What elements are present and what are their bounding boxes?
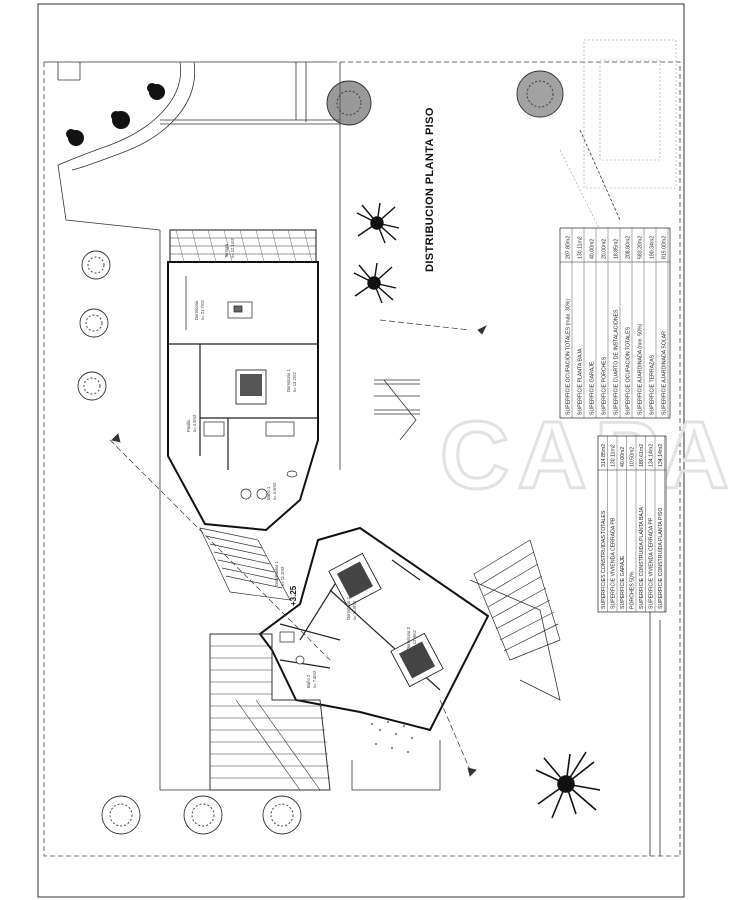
room-name: Dormitorio 2 xyxy=(346,597,351,620)
table-row-value: 207.80m2 xyxy=(566,236,572,259)
table-row-label: SUPERFICIE AJARDINADA SOLAR xyxy=(662,331,668,415)
table-row-label: SUPERFICIES CONSTRUIDAS TOTALES xyxy=(601,510,607,609)
shrubs xyxy=(66,83,601,819)
ground-dots xyxy=(371,721,413,753)
bed-dormitorio-1 xyxy=(235,369,267,405)
table-row-label: SUPERFICIE VIVIENDA CERRADA PB xyxy=(611,517,617,609)
table-row-value: 208.80m2 xyxy=(626,236,632,259)
watermark: CAPA xyxy=(440,402,733,509)
table-row-value: 134.14m2 xyxy=(649,444,655,467)
trees xyxy=(77,70,564,835)
plot-boundary xyxy=(43,61,681,857)
bathroom-fixtures xyxy=(203,421,305,665)
table-row-value: 18.85m2 xyxy=(614,239,620,259)
table-row-label: SUPERFICIE OCUPACION TOTALES (máx. 30%) xyxy=(566,299,572,415)
room-name: Dormitorio 1 xyxy=(286,369,291,392)
shrub-icon xyxy=(111,111,130,129)
table-row-label: SUPERFICIE VIVIENDA CERRADA PP xyxy=(649,517,655,609)
building-outline xyxy=(167,261,490,732)
table-row-label: SUPERFICIE CONSTRUIDA PLANTA PISO xyxy=(658,508,664,609)
room-area: s= 12.8m2 xyxy=(412,630,417,650)
table-row-value: 40.00m2 xyxy=(590,239,596,259)
shrub-icon xyxy=(66,129,84,146)
palm-icon xyxy=(353,262,397,304)
table-row-label: SUPERFICIE OCUPACION TOTALES xyxy=(626,326,632,415)
room-name: Distribuidor 1 xyxy=(274,561,279,586)
summary-table-left: SUPERFICIES CONSTRUIDAS TOTALES 314.85m2S… xyxy=(597,435,667,613)
room-name: Pasillo xyxy=(186,419,191,432)
tree-icon xyxy=(516,70,564,118)
table-row-value: 20.00m2 xyxy=(602,239,608,259)
room-area: s= 21.7m2 xyxy=(200,300,205,320)
room-labels: Dormitorio s= 21.7m2 Dormitorio 1 s= 13.… xyxy=(186,238,417,688)
summary-table-right: SUPERFICIE OCUPACION TOTALES (máx. 30%) 2… xyxy=(559,227,671,419)
table-row-value: 134.14m2 xyxy=(658,444,664,467)
desk-furniture xyxy=(185,276,253,330)
tree-icon xyxy=(326,80,372,126)
room-name: Dormitorio 3 xyxy=(406,627,411,650)
table-row-label: SUPERFICIE GARAJE xyxy=(590,361,596,415)
palm-icon xyxy=(535,751,601,819)
table-row-value: 815.00m2 xyxy=(662,236,668,259)
room-area: s= 12.1m2 xyxy=(230,238,235,258)
room-area: s= 4.5m2 xyxy=(272,482,277,500)
table-row-value: 130.11m2 xyxy=(578,236,584,259)
table-row-value: 190.34m2 xyxy=(650,236,656,259)
tree-icon xyxy=(183,795,223,835)
table-row-value: 130.11m2 xyxy=(611,444,617,467)
tree-icon xyxy=(77,371,107,401)
table-row-label: SUPERFICIE CUARTO DE INSTALACIONES xyxy=(614,309,620,415)
plan-title: DISTRIBUCION PLANTA PISO xyxy=(424,107,436,272)
section-markers xyxy=(109,319,471,771)
table-row-label: SUPERFICIE CONSTRUIDA PLANTA BAJA xyxy=(639,507,645,609)
table-row-label: SUPERFICIE TERRAZAS xyxy=(650,354,656,415)
tree-icon xyxy=(262,795,302,835)
table-row-value: 314.85m2 xyxy=(601,444,607,467)
table-row-label: SUPERFICIE PORCHES xyxy=(602,356,608,415)
staircase-right xyxy=(473,539,561,661)
tree-icon xyxy=(101,795,141,835)
room-area: s= 11.2m2 xyxy=(280,566,285,586)
balcony-hatch xyxy=(169,229,317,263)
sheet-border xyxy=(37,3,685,898)
table-row-label: PORCHES 50% xyxy=(630,571,636,609)
table-row-value: 583.20m2 xyxy=(638,236,644,259)
room-area: s= 4.5m2 xyxy=(192,414,197,432)
bed-dormitorio-2 xyxy=(328,552,382,608)
table-row-label: SUPERFICIE GARAJE xyxy=(620,555,626,609)
table-row-value: 40.00m2 xyxy=(620,447,626,467)
neighbour-structure xyxy=(559,39,677,231)
room-name: Baño 1 xyxy=(266,486,271,500)
section-arrow-icon xyxy=(111,325,487,777)
room-area: s= 11.8m2 xyxy=(352,600,357,620)
level-mark: +3.25 xyxy=(289,585,298,606)
room-area: s= 13.2m2 xyxy=(292,372,297,392)
tree-icon xyxy=(79,308,109,338)
shrub-icon xyxy=(147,83,165,100)
bed-dormitorio-3 xyxy=(390,632,444,688)
staircase-left xyxy=(199,527,291,601)
room-name: Terraza xyxy=(224,243,229,258)
room-area: s= 7.8m2 xyxy=(312,670,317,688)
table-row-label: SUPERFICIE AJARDINADA (min. 50%) xyxy=(638,323,644,415)
table-row-value: 10.50m2 xyxy=(630,447,636,467)
table-row-value: 180.61m2 xyxy=(639,444,645,467)
room-name: Baño 2 xyxy=(306,674,311,688)
palm-icon xyxy=(356,202,400,244)
tree-icon xyxy=(81,250,111,280)
terrace-hatch xyxy=(209,633,331,791)
table-row-label: SUPERFICIE PLANTA BAJA xyxy=(578,348,584,415)
room-name: Dormitorio xyxy=(194,300,199,320)
